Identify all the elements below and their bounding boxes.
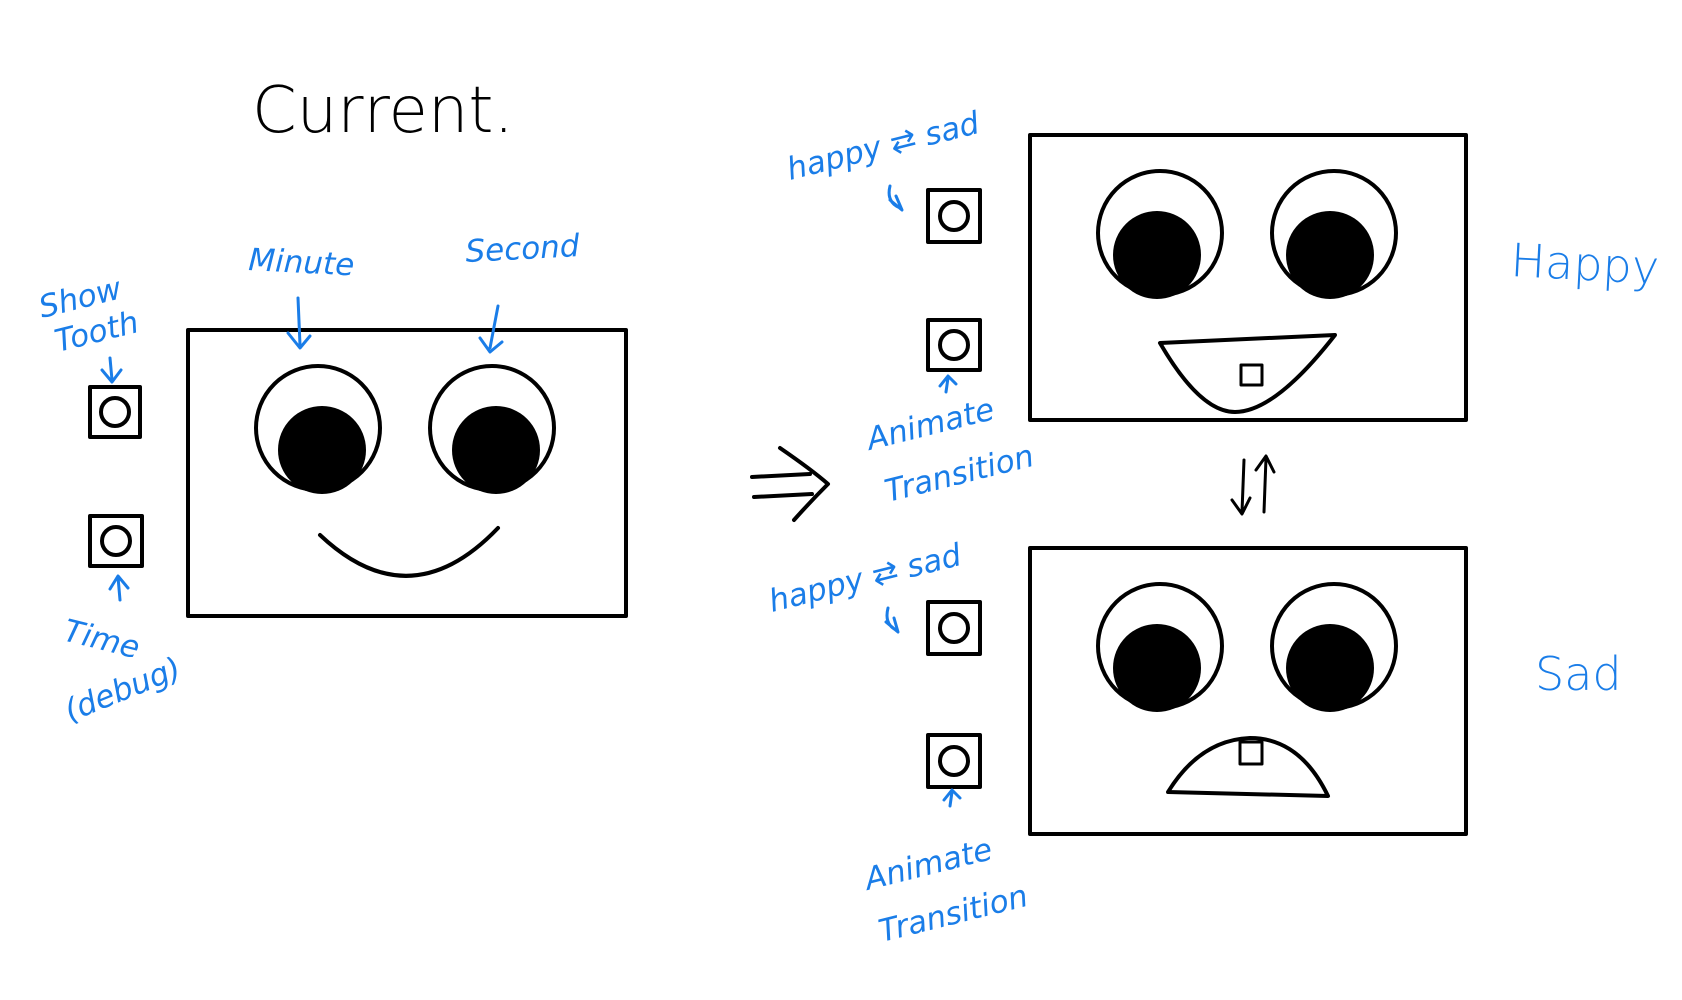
up-down-arrows-icon: [1230, 454, 1276, 516]
happy-animate-arrow-icon: [938, 374, 958, 394]
sad-toggle-label: happy ⇄ sad: [765, 537, 965, 620]
show-tooth-button[interactable]: [88, 385, 142, 439]
time-arrow-icon: [108, 574, 130, 602]
double-right-arrow-icon: [750, 446, 830, 522]
sad-animate-button[interactable]: [926, 733, 982, 789]
happy-toggle-label: happy ⇄ sad: [783, 105, 983, 188]
current-screen-frame: [186, 328, 628, 618]
minute-label: Minute: [248, 242, 356, 283]
page-title: Current.: [252, 74, 514, 148]
second-eye: [428, 364, 556, 494]
circle-button-icon: [938, 200, 970, 232]
happy-face: [1028, 133, 1468, 422]
circle-button-icon: [938, 612, 970, 644]
sad-face: [1028, 546, 1468, 836]
circle-button-icon: [938, 745, 970, 777]
happy-screen-frame: [1028, 133, 1468, 422]
circle-button-icon: [100, 525, 132, 557]
sad-mouth: [1166, 736, 1330, 798]
sad-right-pupil: [1286, 624, 1374, 712]
happy-state-label: Happy: [1509, 233, 1660, 295]
second-label: Second: [465, 228, 581, 270]
sad-animate-label-line1: Animate: [859, 831, 996, 898]
minute-eye: [254, 364, 382, 494]
happy-toggle-button[interactable]: [926, 188, 982, 244]
happy-animate-button[interactable]: [926, 318, 982, 372]
second-arrow-icon: [478, 304, 504, 354]
sad-toggle-button[interactable]: [926, 600, 982, 656]
sad-toggle-arrow-icon: [884, 606, 900, 634]
sad-left-pupil: [1113, 624, 1201, 712]
circle-button-icon: [938, 329, 970, 361]
happy-right-eye: [1270, 169, 1398, 299]
sad-tooth: [1238, 740, 1264, 766]
happy-left-pupil: [1113, 211, 1201, 299]
happy-right-pupil: [1286, 211, 1374, 299]
current-face: [186, 328, 628, 618]
second-pupil: [452, 406, 540, 494]
minute-arrow-icon: [286, 296, 312, 350]
happy-animate-label-line1: Animate: [861, 391, 998, 458]
happy-left-eye: [1096, 169, 1224, 299]
sad-state-label: Sad: [1535, 647, 1622, 701]
sad-left-eye: [1096, 582, 1224, 712]
time-debug-button[interactable]: [88, 514, 144, 568]
minute-pupil: [278, 406, 366, 494]
circle-button-icon: [99, 396, 131, 428]
smile-mouth: [318, 526, 500, 578]
show-tooth-arrow-icon: [100, 356, 123, 384]
happy-mouth: [1158, 333, 1337, 414]
time-label-line1: Time: [60, 613, 143, 667]
sad-screen-frame: [1028, 546, 1468, 836]
happy-toggle-arrow-icon: [887, 184, 904, 212]
sad-right-eye: [1270, 582, 1398, 712]
sad-animate-arrow-icon: [942, 788, 962, 808]
happy-tooth: [1239, 363, 1264, 387]
